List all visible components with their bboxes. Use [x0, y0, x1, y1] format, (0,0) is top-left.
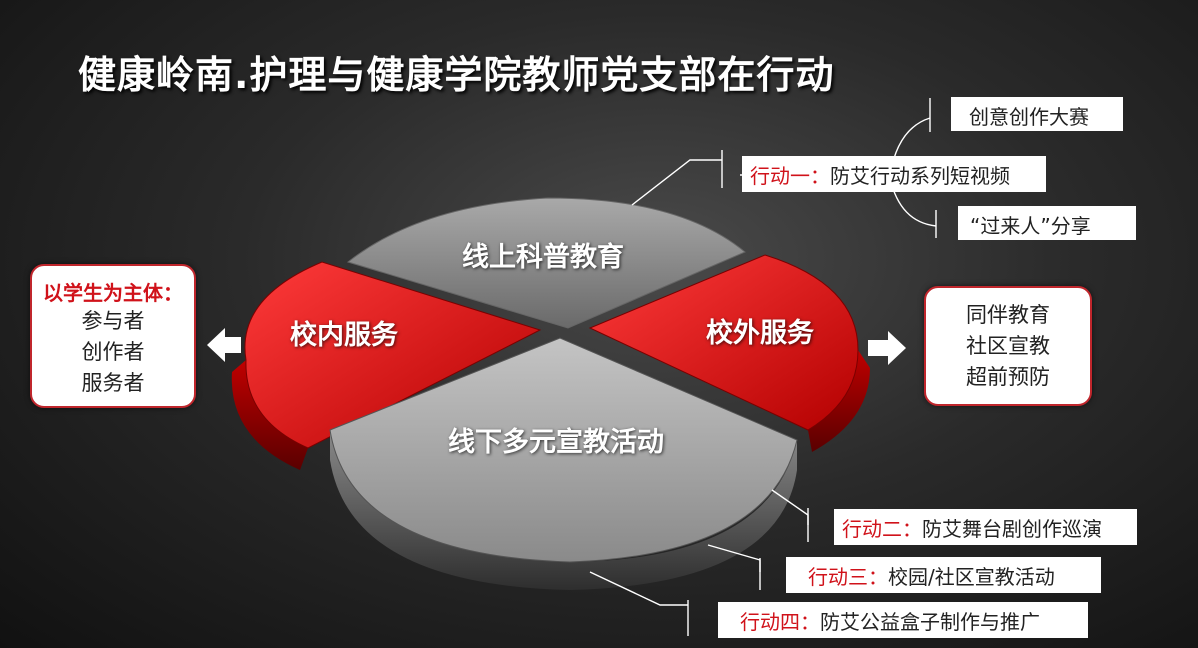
student-subject-heading: 以学生为主体：: [43, 281, 183, 305]
arrow-left-icon: [207, 328, 241, 362]
list-item: 创作者: [81, 340, 145, 364]
action-two-tag: 行动二：防艾舞台剧创作巡演: [834, 509, 1137, 545]
action-four-text: 防艾公益盒子制作与推广: [820, 610, 1040, 634]
offline-slice: [329, 337, 798, 590]
page-title: 健康岭南.护理与健康学院教师党支部在行动: [78, 53, 835, 97]
arrow-right-icon: [868, 331, 906, 365]
student-roles-list: 参与者 创作者 服务者: [32, 306, 194, 399]
list-item: 同伴教育: [966, 303, 1050, 327]
online-slice: [346, 197, 746, 329]
student-subject-box: 以学生为主体： 参与者 创作者 服务者: [30, 264, 196, 408]
action-two-prefix: 行动二：: [842, 517, 922, 541]
list-item: 参与者: [81, 309, 145, 333]
segment-offline-label: 线下多元宣教活动: [448, 427, 664, 458]
segment-online-label: 线上科普教育: [462, 242, 624, 273]
outside-slice: [588, 254, 870, 452]
list-item: 社区宣教: [966, 334, 1050, 358]
action-three-text: 校园/社区宣教活动: [888, 565, 1055, 589]
segment-campus-label: 校内服务: [290, 320, 398, 351]
action-three-tag: 行动三：校园/社区宣教活动: [786, 557, 1101, 593]
segment-outside-label: 校外服务: [706, 318, 814, 349]
action-four-tag: 行动四：防艾公益盒子制作与推广: [718, 602, 1088, 638]
creative-contest-tag: 创意创作大赛: [951, 97, 1123, 131]
list-item: 服务者: [81, 371, 145, 395]
action-one-prefix: 行动一：: [750, 164, 830, 188]
action-three-prefix: 行动三：: [808, 565, 888, 589]
campus-slice: [231, 261, 542, 470]
action-one-tag: 行动一：防艾行动系列短视频: [742, 156, 1046, 192]
action-one-text: 防艾行动系列短视频: [830, 164, 1010, 188]
action-four-prefix: 行动四：: [740, 610, 820, 634]
action-two-text: 防艾舞台剧创作巡演: [922, 517, 1102, 541]
experience-share-tag: “过来人”分享: [958, 206, 1136, 240]
outside-service-box: 同伴教育 社区宣教 超前预防: [924, 286, 1092, 406]
list-item: 超前预防: [966, 365, 1050, 389]
